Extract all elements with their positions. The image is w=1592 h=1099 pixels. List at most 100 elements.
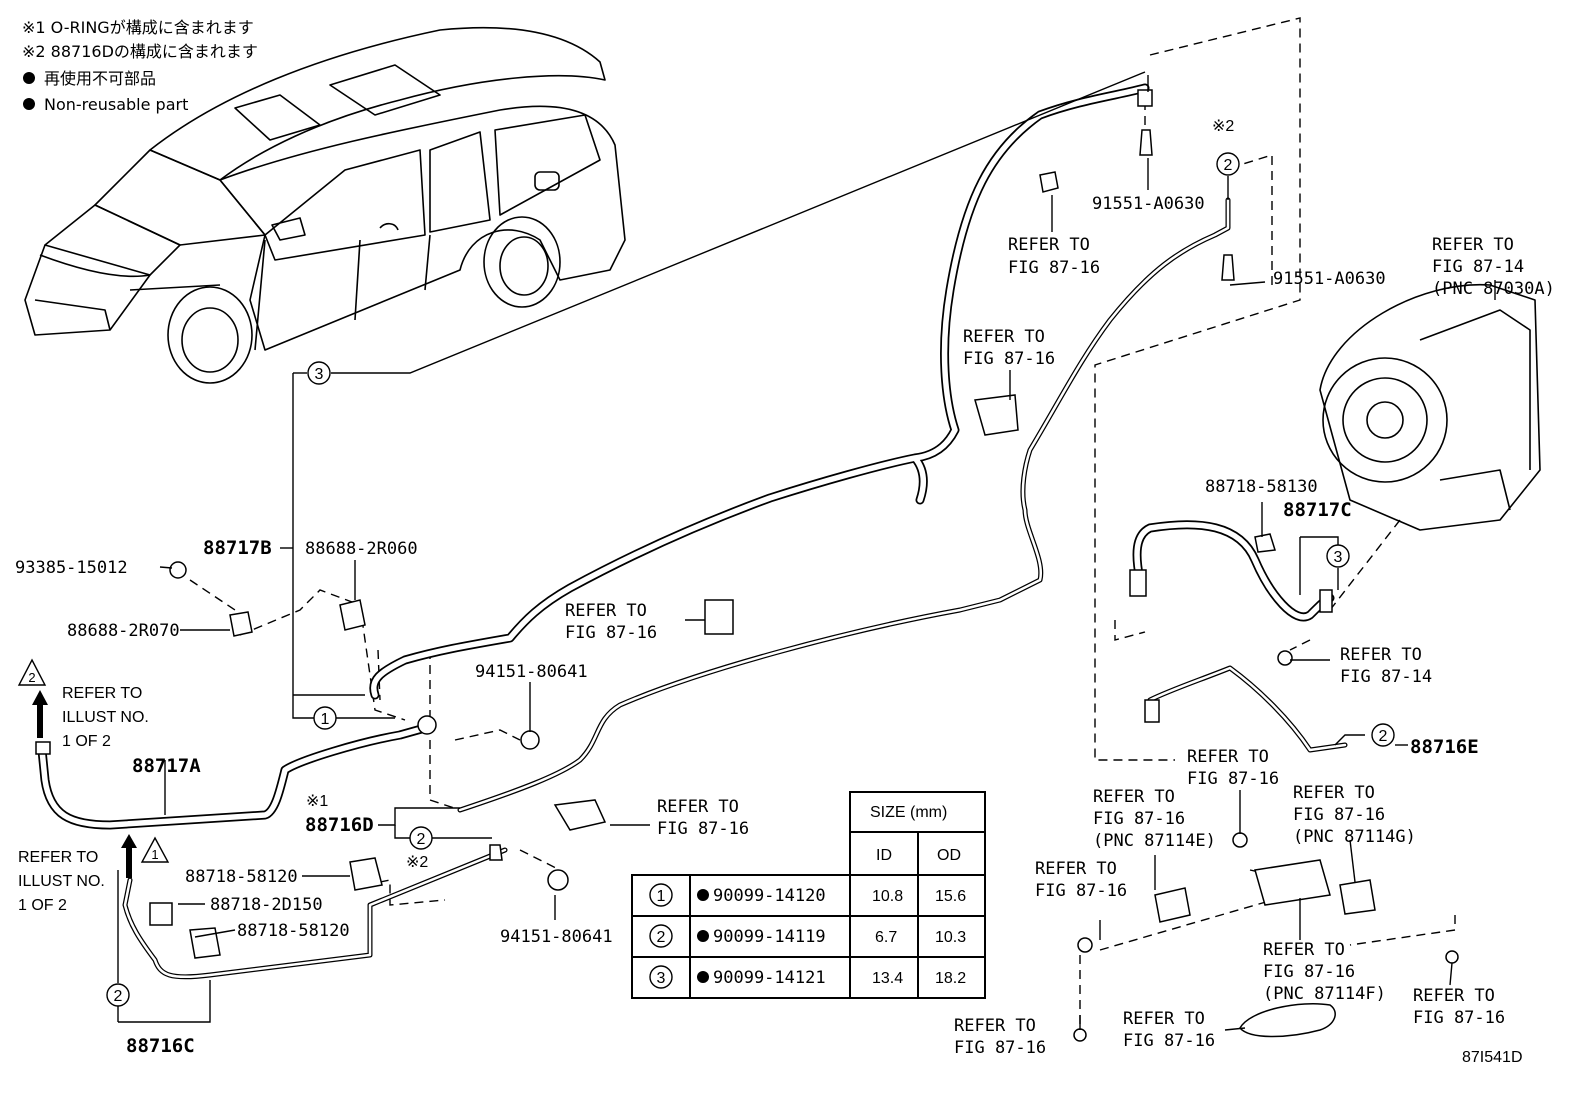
vehicle-icon [24,26,626,384]
callout-2-label: 2 [417,831,426,848]
callout-2-label: 2 [1379,728,1388,745]
notes-block: ※1 O-RINGが構成に含まれます ※2 88716Dの構成に含まれます 再使… [22,18,258,114]
callout-3 [1326,544,1350,568]
part-label-88688-2r060: 88688-2R060 [305,539,418,559]
callout-3-label: 3 [315,366,324,383]
legend-en: Non-reusable part [44,95,188,114]
non-reusable-bullet-icon [23,72,35,84]
size-table: SIZE (mm) ID OD 1 90099-14120 10.8 15.6 … [631,791,986,999]
reference-labels: REFER TO ILLUST NO. 1 OF 2 REFER TO ILLU… [18,235,1555,1058]
grommet-icon [520,730,540,750]
bolt-icon [169,561,187,579]
arrow-up-icon [121,834,137,878]
refer-to-label: REFER TO [963,327,1045,347]
clip-icon [1039,171,1059,193]
part-label-88718-2d150: 88718-2D150 [210,895,323,915]
illust-ref-top-line1: REFER TO [62,685,142,702]
callout-3 [307,361,331,385]
part-label-94151-80641: 94151-80641 [475,662,588,682]
part-label-91551-a0630: 91551-A0630 [1092,194,1205,214]
bolt-icon [1277,650,1293,666]
bolt-icon [1221,254,1235,281]
fig-ref-87-16: FIG 87-16 [1187,769,1279,789]
callout-2 [106,983,130,1007]
mark-2: ※2 [406,854,428,871]
fig-ref-87-14: FIG 87-14 [1432,257,1524,277]
clip-icon [553,799,607,831]
mark-1: ※1 [306,793,328,810]
size-table-row-id: 10.8 [872,888,903,905]
leader-lines [117,71,1496,1031]
clamp-icon [349,857,383,891]
part-label-88718-58120: 88718-58120 [185,867,298,887]
small-parts [35,89,1459,1042]
size-table-row-id: 6.7 [875,929,897,946]
triangle-1-label: 1 [151,847,158,862]
size-table-row-no-label: 3 [657,970,666,987]
clip-icon [1339,879,1376,915]
bolt-icon [1077,937,1093,953]
size-table-row-no [649,924,673,948]
hose-end-fitting-icon [1129,569,1147,597]
part-label-91551-a0630: 91551-A0630 [1273,269,1386,289]
part-label-93385-15012: 93385-15012 [15,558,128,578]
fig-ref-87-16: FIG 87-16 [1035,881,1127,901]
mark-2: ※2 [1212,118,1234,135]
fig-ref-87-16: FIG 87-16 [1293,805,1385,825]
size-table-row-od: 15.6 [935,888,966,905]
illust-ref-top-line3: 1 OF 2 [62,733,111,750]
fig-ref-87-16: FIG 87-16 [1263,962,1355,982]
fig-ref-87-16: FIG 87-16 [1008,258,1100,278]
hose-end-fitting-icon [489,844,503,861]
hose-end-fitting-icon [1137,89,1153,107]
size-table-row-no [649,883,673,907]
clip-icon [704,599,734,635]
part-label-88718-58120: 88718-58120 [237,921,350,941]
arrow-up-icon [32,690,48,738]
bolt-icon [1232,832,1248,848]
triangle-2-label: 2 [28,670,35,685]
part-label-88716e: 88716E [1410,736,1479,758]
size-table-header: SIZE (mm) [870,804,947,821]
illust-ref-bottom-line3: 1 OF 2 [18,897,67,914]
refer-to-label: REFER TO [1340,645,1422,665]
part-labels: 88717B 88717A 88716D 88716C 88716E 88717… [15,194,1479,1057]
seal-icon [1239,1002,1336,1038]
pipes [37,83,1348,980]
refer-to-label: REFER TO [1008,235,1090,255]
refer-to-label: REFER TO [1432,235,1514,255]
fig-ref-87-16: FIG 87-16 [963,349,1055,369]
size-table-row-od: 18.2 [935,970,966,987]
size-table-row-part: 90099-14121 [713,968,826,988]
pnc-ref-87030a: (PNC 87030A) [1432,279,1555,299]
refer-to-label: REFER TO [1263,940,1345,960]
hose-joint-icon [417,715,437,735]
refer-to-label: REFER TO [1093,787,1175,807]
non-reusable-bullet-icon [23,98,35,110]
refer-to-label: REFER TO [1035,859,1117,879]
clamp-icon [149,902,173,926]
pnc-ref-87114g: (PNC 87114G) [1293,827,1416,847]
part-label-88718-58130: 88718-58130 [1205,477,1318,497]
bracket-icon [1254,859,1331,906]
part-label-88717b: 88717B [203,537,272,559]
fig-ref-87-14: FIG 87-14 [1340,667,1432,687]
refer-to-label: REFER TO [1413,986,1495,1006]
non-reusable-bullet-icon [697,889,709,901]
bolt-icon [1445,950,1459,964]
hose-end-fitting-icon [1144,699,1160,723]
clamp-icon [189,927,221,959]
illust-ref-bottom-line1: REFER TO [18,849,98,866]
callout-2-label: 2 [1224,157,1233,174]
hose-end-fitting-icon [1319,589,1333,613]
clip-icon [974,394,1019,436]
callout-1 [313,706,337,730]
fig-ref-87-16: FIG 87-16 [954,1038,1046,1058]
illust-ref-top-line2: ILLUST NO. [62,709,149,726]
part-label-88717a: 88717A [132,755,201,777]
size-table-row-id: 13.4 [872,970,903,987]
pnc-ref-87114f: (PNC 87114F) [1263,984,1386,1004]
callout-2 [409,826,433,850]
callouts: 3 1 2 2 2 3 2 2 1 ※1 ※2 ※2 [17,118,1395,1007]
